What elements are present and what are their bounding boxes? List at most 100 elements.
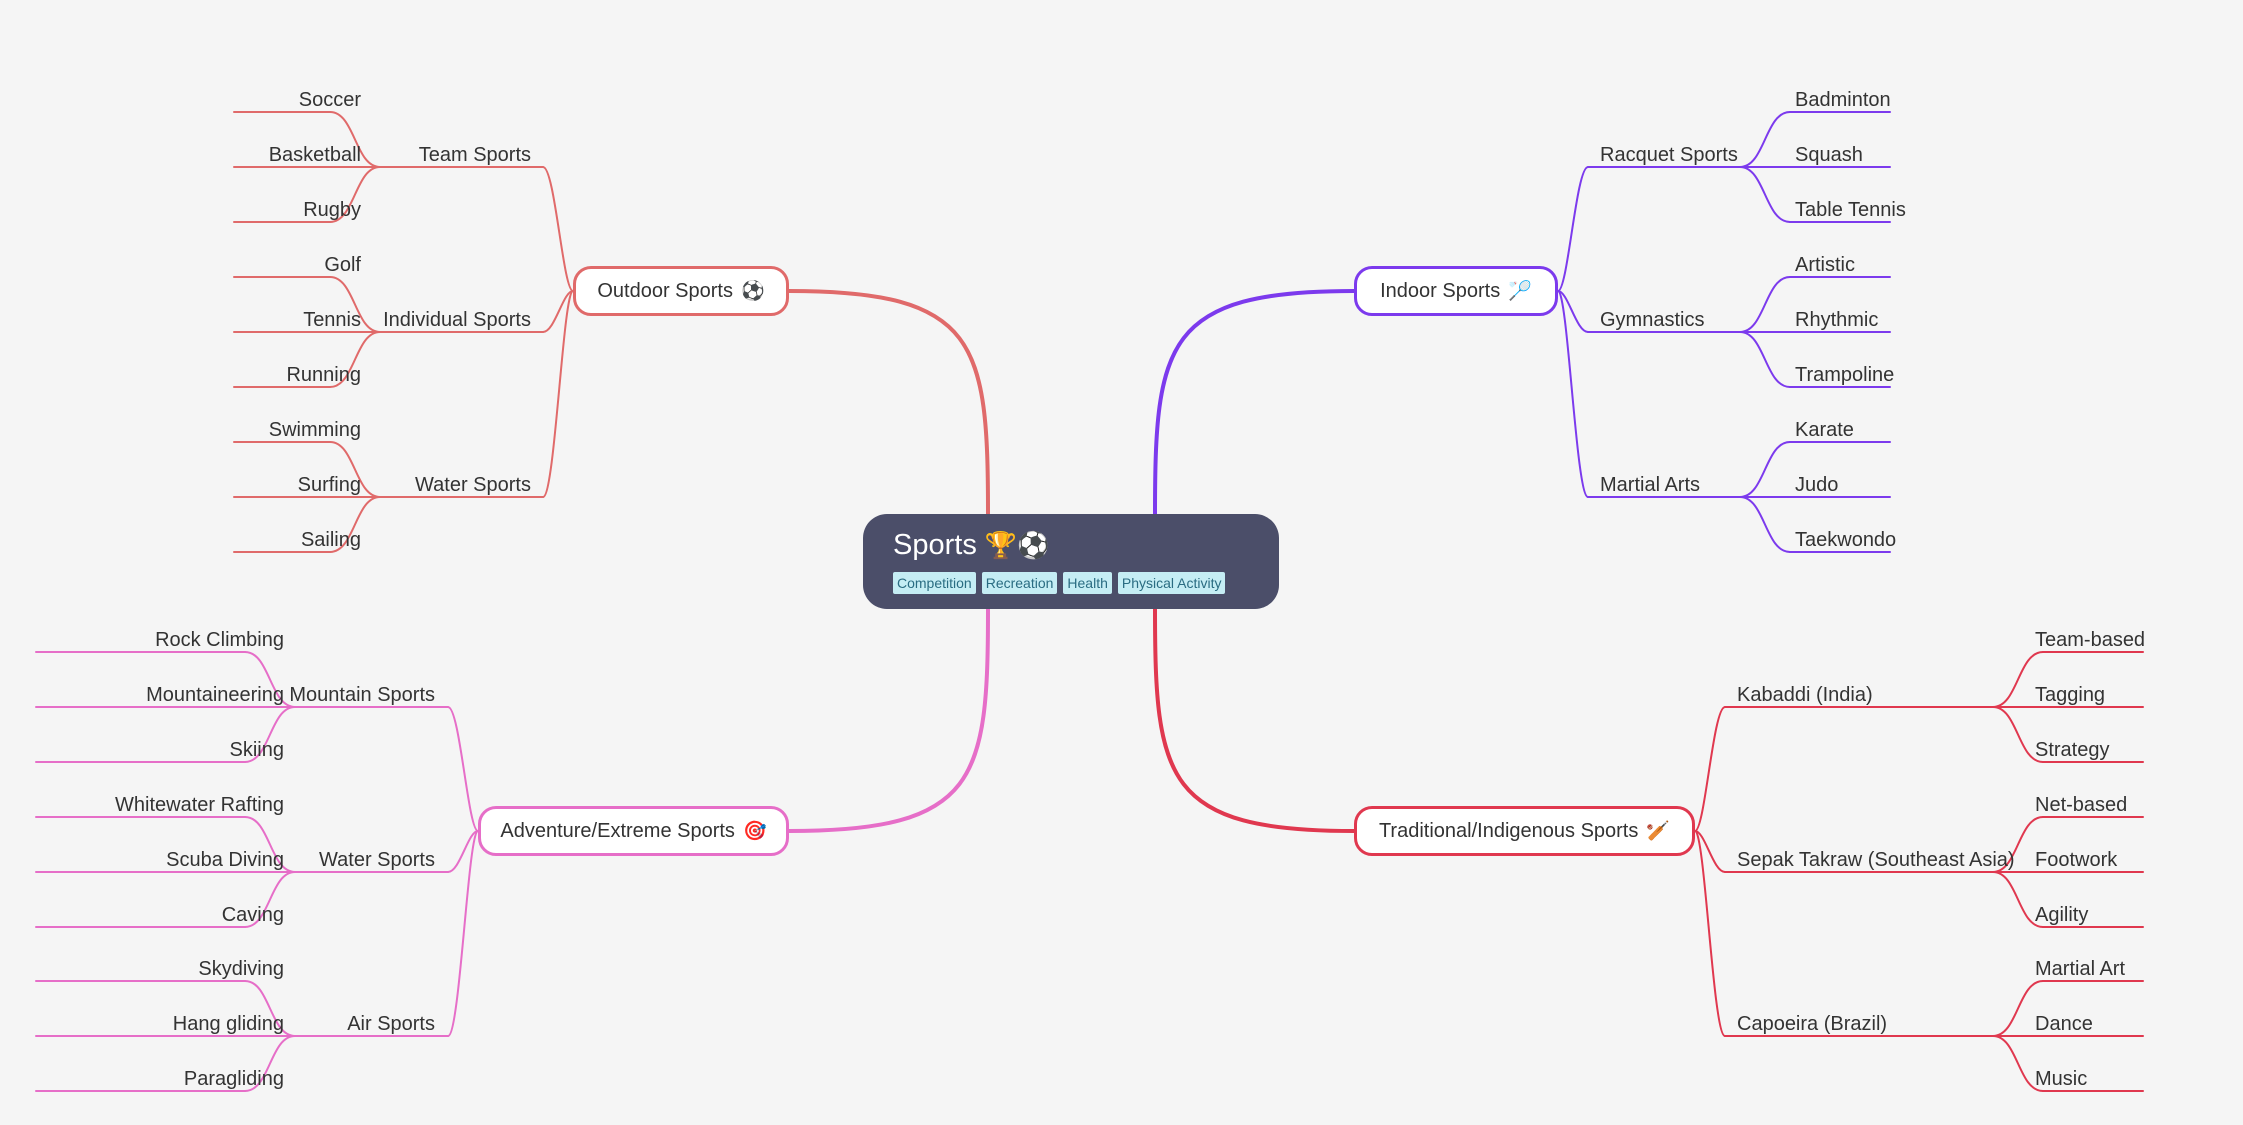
item-swimming[interactable]: Swimming — [268, 419, 361, 441]
group-connector-mountain-sports — [447, 706, 479, 832]
item-agility[interactable]: Agility — [2035, 904, 2089, 926]
item-tagging[interactable]: Tagging — [2035, 684, 2106, 706]
item-strategy[interactable]: Strategy — [2035, 739, 2110, 761]
item-connector-rock-climbing — [244, 651, 296, 708]
branch-traditional-indigenous-sports[interactable]: Traditional/Indigenous Sports 🏏 — [1354, 806, 1695, 856]
root-title: Sports — [893, 529, 977, 561]
branch-label: Outdoor Sports — [597, 279, 733, 302]
item-judo[interactable]: Judo — [1795, 474, 1839, 496]
soccer-ball-icon: ⚽ — [740, 281, 765, 302]
target-icon: 🎯 — [742, 821, 767, 842]
item-caving[interactable]: Caving — [221, 904, 284, 926]
item-badminton[interactable]: Badminton — [1795, 89, 1891, 111]
item-connector-sailing — [329, 496, 381, 553]
group-team-sports[interactable]: Team Sports — [418, 144, 531, 166]
root-tags: Competition Recreation Health Physical A… — [893, 572, 1279, 594]
group-martial-arts[interactable]: Martial Arts — [1600, 474, 1701, 496]
item-connector-running — [329, 331, 381, 388]
cricket-bat-icon: 🏏 — [1646, 821, 1671, 842]
group-mountain-sports[interactable]: Mountain Sports — [289, 684, 435, 706]
item-connector-taekwondo — [1739, 496, 1791, 553]
group-connector-sepak-takraw-southeast-asia — [1694, 830, 1726, 873]
item-taekwondo[interactable]: Taekwondo — [1795, 529, 1897, 551]
item-net-based[interactable]: Net-based — [2035, 794, 2128, 816]
group-connector-racquet-sports — [1557, 166, 1589, 292]
tag-recreation: Recreation — [981, 572, 1058, 594]
branch-label: Indoor Sports — [1380, 279, 1501, 302]
item-connector-karate — [1739, 441, 1791, 498]
item-squash[interactable]: Squash — [1795, 144, 1863, 166]
item-mountaineering[interactable]: Mountaineering — [146, 684, 284, 706]
group-capoeira-brazil[interactable]: Capoeira (Brazil) — [1737, 1013, 1888, 1035]
item-basketball[interactable]: Basketball — [268, 144, 361, 166]
item-artistic[interactable]: Artistic — [1795, 254, 1855, 276]
item-dance[interactable]: Dance — [2035, 1013, 2093, 1035]
group-connector-team-sports — [542, 166, 574, 292]
item-whitewater-rafting[interactable]: Whitewater Rafting — [115, 794, 284, 816]
item-connector-strategy — [1992, 706, 2044, 763]
item-connector-whitewater-rafting — [244, 816, 296, 873]
branch-connector-traditional-indigenous-sports — [1153, 607, 1356, 833]
root-title-row: Sports 🏆⚽ — [893, 528, 1279, 562]
item-table-tennis[interactable]: Table Tennis — [1795, 199, 1906, 221]
item-footwork[interactable]: Footwork — [2035, 849, 2118, 871]
item-rugby[interactable]: Rugby — [303, 199, 361, 221]
item-connector-rugby — [329, 166, 381, 223]
branch-outdoor-sports[interactable]: Outdoor Sports ⚽ — [573, 266, 789, 316]
group-water-sports[interactable]: Water Sports — [319, 849, 435, 871]
branch-connector-outdoor-sports — [787, 289, 990, 516]
item-surfing[interactable]: Surfing — [297, 474, 361, 496]
item-scuba-diving[interactable]: Scuba Diving — [166, 849, 284, 871]
item-connector-badminton — [1739, 111, 1791, 168]
group-connector-martial-arts — [1557, 290, 1589, 498]
branch-label: Traditional/Indigenous Sports — [1378, 819, 1639, 842]
group-connector-water-sports — [542, 290, 574, 498]
branch-label: Adventure/Extreme Sports — [500, 819, 735, 842]
group-kabaddi-india[interactable]: Kabaddi (India) — [1737, 684, 1873, 706]
item-paragliding[interactable]: Paragliding — [183, 1068, 284, 1090]
root-node[interactable]: Sports 🏆⚽ Competition Recreation Health … — [863, 514, 1279, 609]
item-martial-art[interactable]: Martial Art — [2035, 958, 2126, 980]
trophy-soccer-icon: 🏆⚽ — [984, 530, 1050, 560]
group-connector-capoeira-brazil — [1694, 830, 1726, 1037]
item-connector-music — [1992, 1035, 2044, 1092]
item-tennis[interactable]: Tennis — [303, 309, 361, 331]
group-water-sports[interactable]: Water Sports — [415, 474, 531, 496]
branch-connector-adventure-extreme-sports — [787, 607, 990, 833]
group-gymnastics[interactable]: Gymnastics — [1600, 309, 1705, 331]
item-connector-caving — [244, 871, 296, 928]
group-connector-air-sports — [447, 830, 479, 1037]
item-rock-climbing[interactable]: Rock Climbing — [155, 629, 284, 651]
item-trampoline[interactable]: Trampoline — [1795, 364, 1895, 386]
item-skydiving[interactable]: Skydiving — [198, 958, 284, 980]
item-rhythmic[interactable]: Rhythmic — [1795, 309, 1879, 331]
branch-adventure-extreme-sports[interactable]: Adventure/Extreme Sports 🎯 — [478, 806, 789, 856]
item-soccer[interactable]: Soccer — [298, 89, 361, 111]
item-connector-martial-art — [1992, 980, 2044, 1037]
group-connector-kabaddi-india — [1694, 706, 1726, 832]
item-sailing[interactable]: Sailing — [300, 529, 361, 551]
item-connector-net-based — [1992, 816, 2044, 873]
item-connector-trampoline — [1739, 331, 1791, 388]
group-sepak-takraw-southeast-asia[interactable]: Sepak Takraw (Southeast Asia) — [1737, 849, 2015, 871]
tag-health: Health — [1063, 572, 1112, 594]
item-connector-table-tennis — [1739, 166, 1791, 223]
item-skiing[interactable]: Skiing — [229, 739, 284, 761]
item-connector-paragliding — [244, 1035, 296, 1092]
item-running[interactable]: Running — [286, 364, 361, 386]
item-hang-gliding[interactable]: Hang gliding — [172, 1013, 284, 1035]
item-team-based[interactable]: Team-based — [2035, 629, 2146, 651]
branch-indoor-sports[interactable]: Indoor Sports 🏸 — [1354, 266, 1558, 316]
item-music[interactable]: Music — [2035, 1068, 2088, 1090]
group-connector-individual-sports — [542, 290, 574, 333]
group-racquet-sports[interactable]: Racquet Sports — [1600, 144, 1738, 166]
item-karate[interactable]: Karate — [1795, 419, 1854, 441]
group-individual-sports[interactable]: Individual Sports — [383, 309, 531, 331]
item-connector-skydiving — [244, 980, 296, 1037]
item-connector-team-based — [1992, 651, 2044, 708]
group-air-sports[interactable]: Air Sports — [347, 1013, 435, 1035]
badminton-icon: 🏸 — [1508, 281, 1532, 302]
item-connector-agility — [1992, 871, 2044, 928]
item-golf[interactable]: Golf — [324, 254, 361, 276]
